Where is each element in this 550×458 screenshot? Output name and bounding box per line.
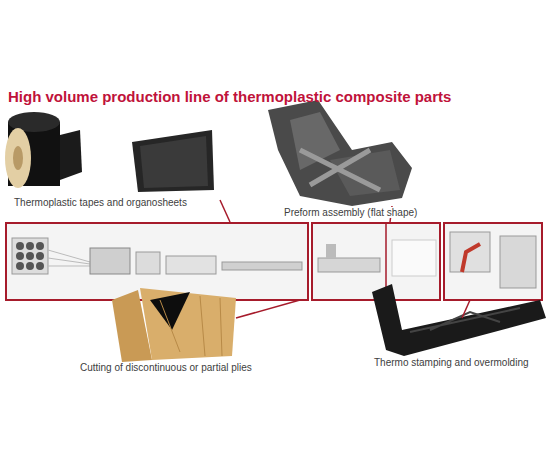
cutting-board xyxy=(112,288,236,362)
process-label: Thermo stamping and overmolding xyxy=(372,357,531,368)
stamped-part xyxy=(372,284,546,356)
process-label: Cutting of discontinuous or partial plie… xyxy=(78,362,254,373)
diagram-title: High volume production line of thermopla… xyxy=(6,88,453,105)
cutting-machines xyxy=(318,240,436,276)
leader-lines xyxy=(220,200,470,318)
preform xyxy=(268,100,412,206)
material-label: Thermoplastic tapes and organosheets xyxy=(12,197,189,208)
tape-spool xyxy=(5,112,82,188)
process-label: Preform assembly (flat shape) xyxy=(282,207,419,218)
tape-machines xyxy=(12,238,302,274)
organosheet xyxy=(132,130,214,192)
robot-cell xyxy=(450,232,536,288)
